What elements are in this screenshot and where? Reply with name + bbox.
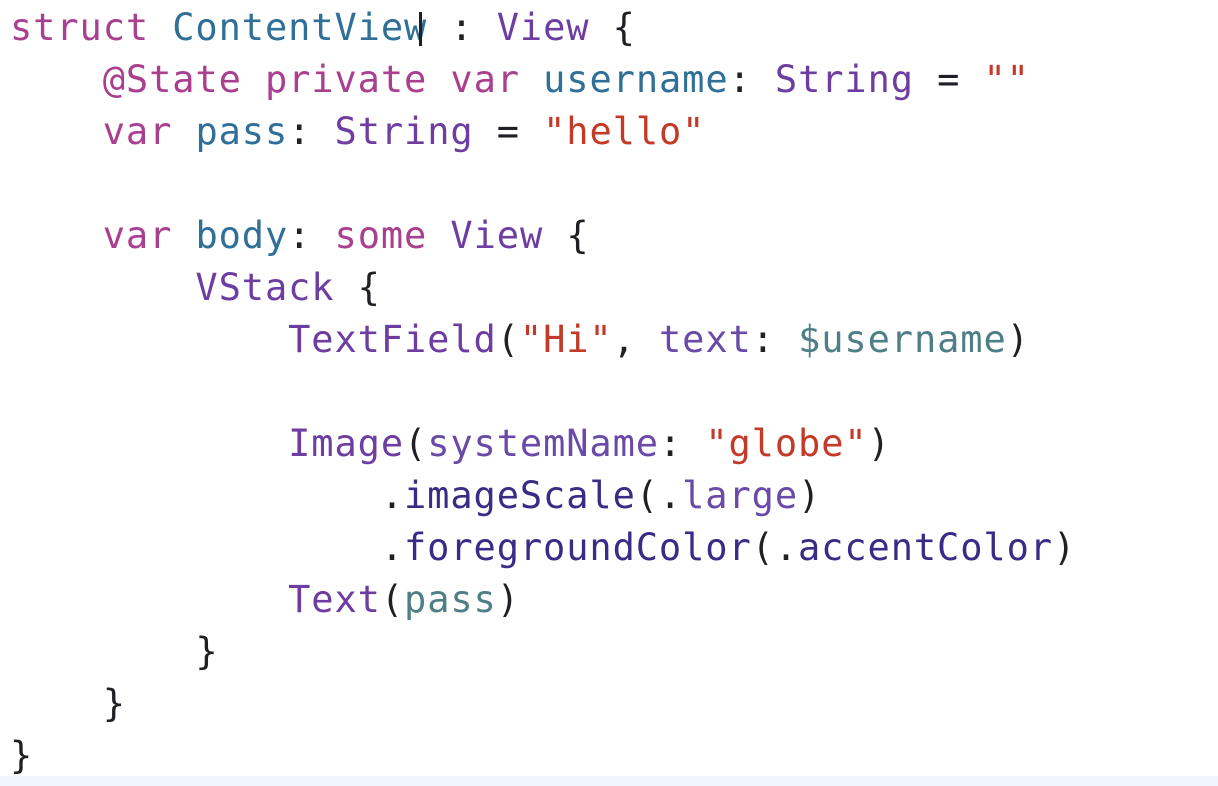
code-token — [10, 318, 288, 361]
code-token: View — [450, 214, 544, 257]
code-token: { — [589, 6, 636, 49]
code-token: View — [496, 6, 590, 49]
code-line[interactable]: struct ContentView : View { — [10, 2, 636, 54]
code-token: , — [612, 318, 659, 361]
code-token: : — [427, 6, 497, 49]
code-line[interactable]: .imageScale(.large) — [10, 470, 821, 522]
code-token: @State — [102, 58, 242, 101]
code-token: String — [334, 110, 474, 153]
code-token — [10, 58, 103, 101]
code-token: ) — [496, 578, 520, 621]
code-token: = — [913, 58, 984, 101]
code-token: ) — [1006, 318, 1030, 361]
code-line[interactable]: var body: some View { — [10, 210, 590, 262]
code-token: (. — [635, 474, 683, 517]
code-token: struct — [10, 6, 150, 49]
text-cursor — [419, 12, 423, 46]
code-token: var — [102, 110, 173, 153]
code-token: text — [658, 318, 752, 361]
code-token: Image — [288, 422, 405, 465]
code-token: ContentView — [172, 6, 428, 49]
code-token: : — [288, 110, 335, 153]
code-token — [10, 214, 103, 257]
code-token: : — [751, 318, 799, 361]
code-token: . — [10, 526, 404, 569]
code-token: private — [264, 58, 428, 101]
code-line[interactable]: TextField("Hi", text: $username) — [10, 314, 1030, 366]
code-line[interactable]: } — [10, 626, 219, 678]
code-token: pass — [195, 110, 289, 153]
code-token: ) — [867, 422, 891, 465]
code-token: VStack — [195, 266, 335, 309]
code-token: . — [10, 474, 404, 517]
code-token — [172, 110, 195, 153]
code-token — [242, 58, 265, 101]
code-token: ) — [798, 474, 822, 517]
code-token: } — [10, 630, 219, 673]
code-token — [427, 214, 450, 257]
code-token: body — [195, 214, 289, 257]
code-token: imageScale — [404, 474, 636, 517]
code-line[interactable]: } — [10, 730, 33, 782]
code-token — [10, 110, 103, 153]
code-line[interactable]: Text(pass) — [10, 574, 520, 626]
code-token — [10, 266, 195, 309]
code-token: ( — [380, 578, 405, 621]
code-token — [149, 6, 172, 49]
code-token: : — [288, 214, 335, 257]
code-line[interactable]: Image(systemName: "globe") — [10, 418, 891, 470]
code-token: foregroundColor — [404, 526, 752, 569]
code-token: = — [473, 110, 544, 153]
code-line[interactable]: var pass: String = "hello" — [10, 106, 705, 158]
code-line[interactable]: .foregroundColor(.accentColor) — [10, 522, 1076, 574]
code-token: "hello" — [543, 110, 706, 153]
code-token: "Hi" — [519, 318, 613, 361]
code-token: systemName — [427, 422, 659, 465]
code-token: : — [658, 422, 706, 465]
code-token: var — [102, 214, 173, 257]
code-token: $username — [798, 318, 1007, 361]
code-line[interactable]: } — [10, 678, 126, 730]
code-token: pass — [404, 578, 497, 621]
code-line[interactable]: VStack { — [10, 262, 381, 314]
code-token: ( — [496, 318, 520, 361]
code-token: { — [543, 214, 590, 257]
code-token: Text — [288, 578, 381, 621]
code-token: accentColor — [798, 526, 1053, 569]
code-token: "" — [983, 58, 1030, 101]
code-token: { — [334, 266, 381, 309]
code-token: username — [543, 58, 729, 101]
code-token: "globe" — [705, 422, 868, 465]
code-token — [10, 578, 288, 621]
code-token: String — [774, 58, 914, 101]
code-token: ) — [1052, 526, 1077, 569]
code-token: : — [728, 58, 775, 101]
code-token — [427, 58, 450, 101]
code-token: var — [450, 58, 520, 101]
code-token: (. — [751, 526, 798, 569]
code-token: } — [10, 682, 126, 725]
code-token — [520, 58, 543, 101]
code-line[interactable]: @State private var username: String = "" — [10, 54, 1030, 106]
code-token: some — [334, 214, 428, 257]
editor-bottom-bar — [0, 776, 1218, 786]
code-token: ( — [404, 422, 428, 465]
code-token — [10, 422, 288, 465]
code-token — [172, 214, 195, 257]
code-token: } — [10, 734, 34, 777]
code-token: large — [682, 474, 799, 517]
code-token: TextField — [288, 318, 497, 361]
